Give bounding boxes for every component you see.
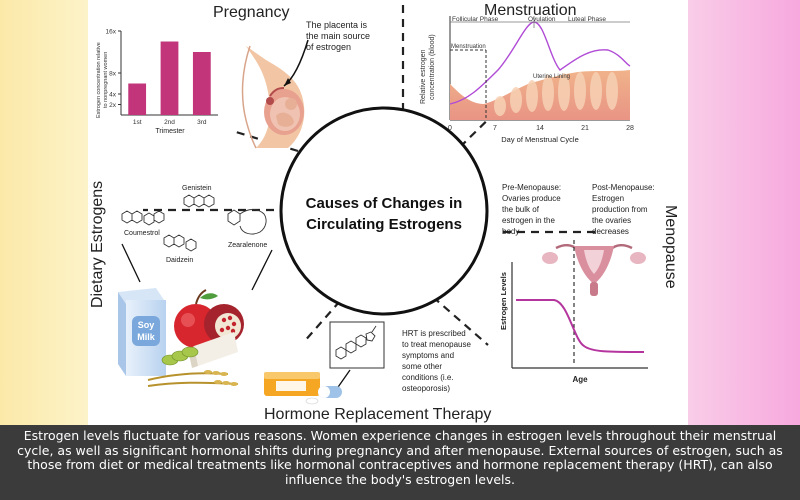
pregnancy-x-ticks: 1st 2nd 3rd — [133, 119, 207, 126]
molecule-structures — [121, 194, 267, 252]
post-menopause-1: Post-Menopause: — [592, 183, 655, 192]
diagram-canvas: Causes of Changes in Circulating Estroge… — [88, 0, 688, 425]
hrt-note-4: some other — [402, 362, 442, 371]
post-menopause-5: decreases — [592, 227, 629, 236]
hrt-note-3: symptoms and — [402, 351, 454, 360]
phase-ovulation: Ovulation — [528, 16, 556, 23]
label-uterine-lining: Uterine Lining — [533, 74, 570, 80]
left-background — [0, 0, 88, 500]
label-menstruation: Menstruation — [451, 44, 486, 50]
pregnancy-y-ticks: 2x 4x 8x 16x — [106, 29, 121, 109]
menstruation-x-tick-label: 21 — [581, 125, 589, 132]
carton-label-2: Milk — [137, 332, 155, 342]
pills-illustration — [264, 372, 342, 405]
hrt-note-2: to treat menopause — [402, 340, 471, 349]
menstruation-xlabel: Day of Menstrual Cycle — [501, 135, 579, 144]
pregnancy-chart: Estrogen concentration relative to nonpr… — [96, 29, 218, 135]
right-background — [688, 0, 800, 500]
hrt-note-6: osteoporosis) — [402, 384, 450, 393]
pre-menopause-4: estrogen in the — [502, 216, 555, 225]
menopause-chart: Estrogen Levels Age — [499, 240, 648, 384]
label-daidzein: Daidzein — [166, 257, 193, 264]
menstruation-ylabel-2: concentration (blood) — [429, 34, 436, 100]
label-zearalenone: Zearalenone — [228, 242, 267, 249]
menstruation-title: Menstruation — [484, 2, 577, 19]
menstruation-x-tick-label: 28 — [626, 125, 634, 132]
post-menopause-4: the ovaries — [592, 216, 631, 225]
pregnancy-y-tick-label: 16x — [106, 29, 117, 36]
hrt-note-5: conditions (i.e. — [402, 373, 454, 382]
menstruation-chart: Relative estrogen concentration (blood) — [420, 16, 634, 144]
phase-follicular: Follicular Phase — [452, 16, 499, 23]
menopause-ylabel: Estrogen Levels — [499, 272, 508, 330]
pregnancy-x-tick-label: 1st — [133, 119, 142, 126]
label-coumestrol: Coumestrol — [124, 230, 160, 237]
diagram-svg: Causes of Changes in Circulating Estroge… — [89, 2, 679, 423]
pregnancy-bar-3 — [192, 52, 211, 115]
pregnancy-bars — [128, 41, 211, 115]
pregnancy-illustration — [241, 45, 305, 149]
menstruation-x-ticks: 0 7 14 21 28 — [448, 125, 634, 132]
menstruation-ylabel-1: Relative estrogen — [420, 49, 427, 104]
center-title-line1: Causes of Changes in — [306, 195, 463, 212]
placenta-pointer-head — [284, 78, 291, 86]
pre-menopause-1: Pre-Menopause: — [502, 183, 561, 192]
menopause-title: Menopause — [662, 205, 679, 289]
hrt-note-1: HRT is prescribed — [402, 329, 466, 338]
food-illustration — [118, 288, 244, 387]
steroid-structure — [335, 325, 377, 360]
pregnancy-y-tick-label: 4x — [109, 92, 117, 99]
phase-luteal: Luteal Phase — [568, 16, 606, 23]
placenta-note-2: the main source — [306, 31, 370, 41]
pregnancy-bar-2 — [160, 41, 179, 115]
connector-menstruation — [459, 103, 505, 148]
label-genistein: Genistein — [182, 185, 212, 192]
pre-menopause-2: Ovaries produce — [502, 194, 561, 203]
hrt-title: Hormone Replacement Therapy — [264, 406, 491, 423]
dietary-title: Dietary Estrogens — [89, 181, 106, 308]
connector-hrt — [302, 300, 341, 344]
menstruation-x-tick-label: 7 — [493, 125, 497, 132]
pregnancy-ylabel-2: to nonpregnant women — [103, 52, 109, 108]
pre-menopause-3: the bulk of — [502, 205, 540, 214]
carton-label-1: Soy — [138, 320, 155, 330]
menopause-estrogen-curve — [516, 299, 645, 353]
placenta-note-3: of estrogen — [306, 42, 351, 52]
dietary-arrow-right — [251, 249, 273, 291]
uterus-illustration — [542, 244, 646, 296]
post-menopause-3: production from — [592, 205, 648, 214]
pregnancy-y-tick-label: 8x — [109, 71, 117, 78]
pregnancy-x-tick-label: 3rd — [197, 119, 207, 126]
pregnancy-title: Pregnancy — [213, 4, 290, 21]
pregnancy-ylabel-1: Estrogen concentration relative — [96, 42, 102, 118]
pre-menopause-5: body — [502, 227, 519, 236]
menstruation-x-tick-label: 14 — [536, 125, 544, 132]
estrogen-curve — [449, 21, 631, 105]
placenta-note-1: The placenta is — [306, 20, 368, 30]
dietary-arrow-left — [121, 243, 141, 283]
pregnancy-bar-1 — [128, 83, 147, 115]
pregnancy-x-tick-label: 2nd — [164, 119, 175, 126]
center-title-line2: Circulating Estrogens — [306, 216, 462, 233]
menopause-xlabel: Age — [572, 375, 588, 384]
post-menopause-2: Estrogen — [592, 194, 624, 203]
connector-hrt-right — [432, 296, 489, 346]
menstruation-x-tick-label: 0 — [448, 125, 452, 132]
pregnancy-y-tick-label: 2x — [109, 102, 117, 109]
caption: Estrogen levels fluctuate for various re… — [0, 425, 800, 500]
uterine-lining-texture — [494, 72, 618, 116]
center-circle — [279, 106, 489, 316]
pregnancy-xlabel: Trimester — [155, 128, 185, 135]
